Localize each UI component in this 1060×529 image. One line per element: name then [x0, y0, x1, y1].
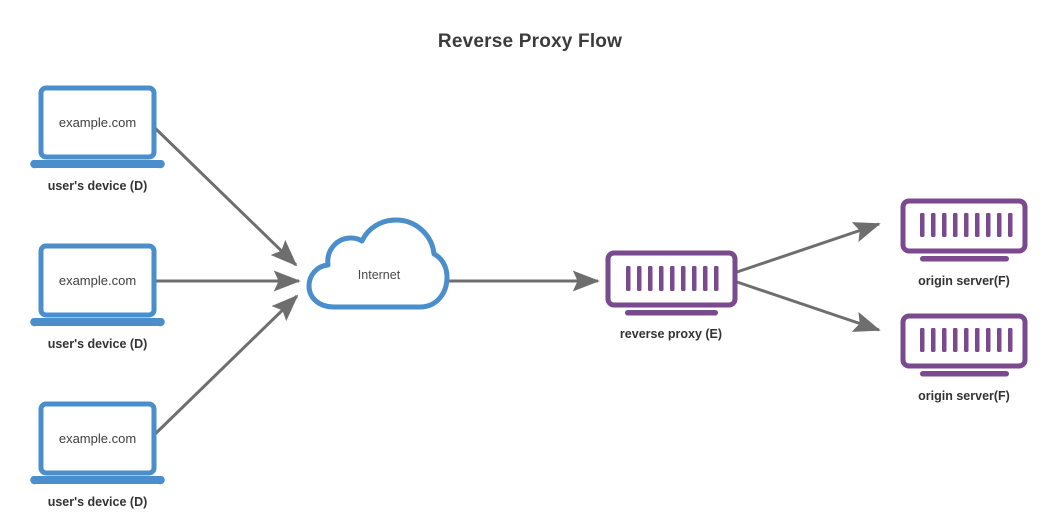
- arrow-proxy-to-origin1: [736, 222, 881, 274]
- cloud-shape: [306, 217, 450, 310]
- arrow-proxy-to-origin2: [736, 280, 881, 332]
- laptop-screen-text-3: example.com: [59, 431, 136, 446]
- origin2-slot-bars: [920, 328, 1013, 352]
- laptop-screen-text-2: example.com: [59, 273, 136, 288]
- origin1-label: origin server(F): [918, 274, 1010, 288]
- origin-server-2[interactable]: origin server(F): [900, 313, 1028, 403]
- laptop-base-1: [30, 160, 165, 169]
- proxy-label: reverse proxy (E): [620, 327, 722, 341]
- proxy-base-bar: [625, 310, 718, 316]
- laptop-base-2: [30, 318, 165, 327]
- client-device-1[interactable]: example.com user's device (D): [30, 85, 165, 193]
- client-device-2[interactable]: example.com user's device (D): [30, 243, 165, 351]
- laptop-base-3: [30, 476, 165, 485]
- arrow-client3-to-internet: [150, 294, 299, 439]
- laptop-screen-text-1: example.com: [59, 115, 136, 130]
- proxy-slot-bars: [626, 266, 719, 291]
- connector-group: [146, 126, 881, 439]
- client-label-1: user's device (D): [48, 179, 148, 193]
- reverse-proxy-node[interactable]: reverse proxy (E): [605, 250, 738, 341]
- origin2-label: origin server(F): [918, 389, 1010, 403]
- client-device-3[interactable]: example.com user's device (D): [30, 401, 165, 509]
- origin2-base-bar: [920, 371, 1009, 377]
- client-label-2: user's device (D): [48, 337, 148, 351]
- arrow-client1-to-internet: [153, 126, 298, 267]
- origin1-slot-bars: [920, 213, 1013, 237]
- internet-cloud[interactable]: Internet: [306, 217, 450, 310]
- laptop-screen-3: [38, 401, 157, 476]
- laptop-screen-1: [38, 85, 157, 160]
- cloud-label: Internet: [358, 268, 401, 282]
- client-label-3: user's device (D): [48, 495, 148, 509]
- origin1-base-bar: [920, 256, 1009, 262]
- laptop-screen-2: [38, 243, 157, 318]
- origin-server-1[interactable]: origin server(F): [900, 198, 1028, 288]
- page-title: Reverse Proxy Flow: [438, 31, 622, 52]
